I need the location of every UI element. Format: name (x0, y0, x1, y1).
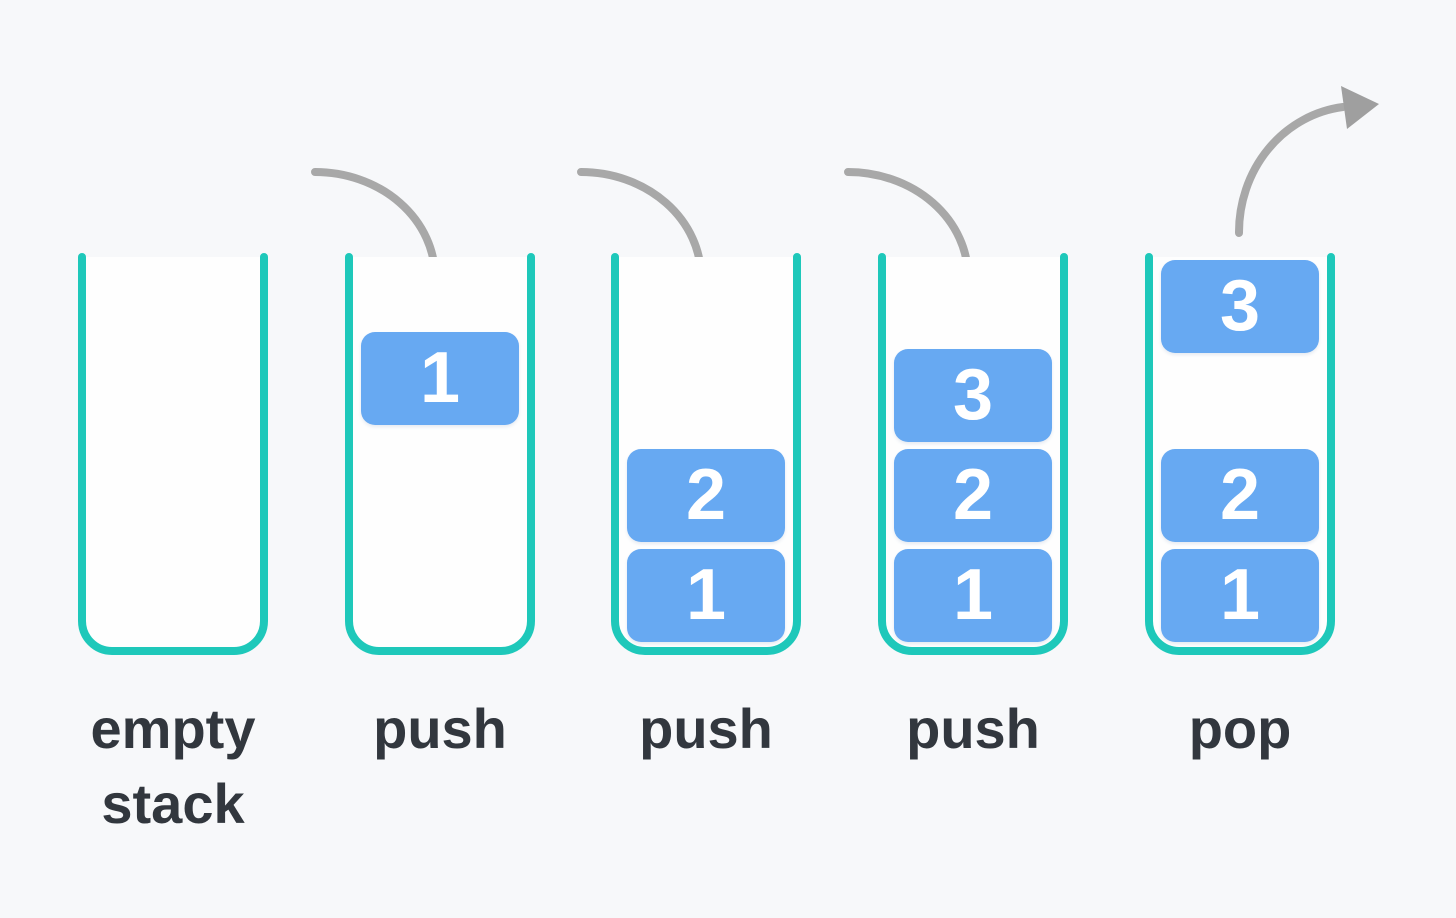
stage-label: empty stack (90, 697, 256, 836)
stack-item: 3 (894, 349, 1052, 442)
stack-item: 1 (1161, 549, 1319, 642)
stack-container-outline (78, 253, 268, 655)
stage-label: push (373, 697, 507, 760)
stack-item: 2 (627, 449, 785, 542)
stack-item-popping: 3 (1161, 260, 1319, 353)
stage-label: pop (1188, 697, 1292, 760)
stage-empty-stack: empty stack (78, 0, 268, 918)
stack-item: 1 (627, 549, 785, 642)
stack-container-outline (345, 253, 535, 655)
stage-pop: 3 2 1 pop (1145, 0, 1335, 918)
stage-push-3: 3 2 1 push (878, 0, 1068, 918)
stage-push-1: 1 push (345, 0, 535, 918)
stage-label: push (906, 697, 1040, 760)
stack-item: 1 (361, 332, 519, 425)
stage-label: push (639, 697, 773, 760)
stack-item: 2 (1161, 449, 1319, 542)
stack-item: 1 (894, 549, 1052, 642)
stage-push-2: 2 1 push (611, 0, 801, 918)
stack-item: 2 (894, 449, 1052, 542)
